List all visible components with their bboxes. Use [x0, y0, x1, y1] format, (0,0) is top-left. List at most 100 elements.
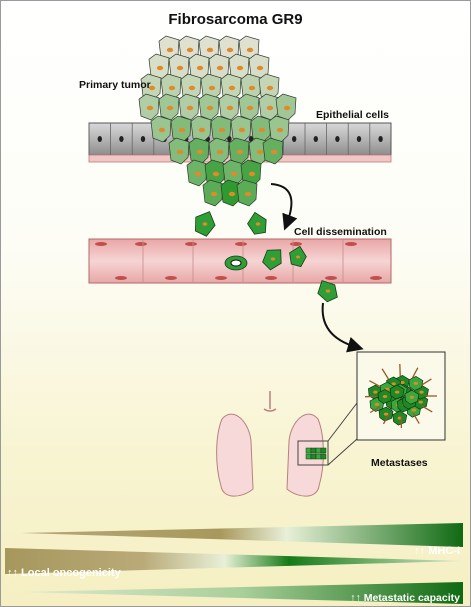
lung-metastatic-cell: [305, 453, 312, 460]
tumor-cell-nucleus: [216, 65, 224, 71]
tumor-cell-nucleus: [168, 85, 176, 91]
endothelial-nucleus: [325, 276, 337, 280]
tumor-cell-nucleus: [266, 85, 274, 91]
tumor-cell-nucleus: [228, 85, 236, 91]
zoom-line-top: [327, 402, 358, 442]
endothelial-nucleus: [165, 276, 177, 280]
lung-metastatic-cell: [310, 453, 317, 460]
endothelial-nucleus: [115, 276, 127, 280]
tumor-cell-nucleus: [178, 127, 186, 133]
endothelial-nucleus: [290, 242, 302, 246]
metastatic-cell-nucleus: [383, 412, 389, 416]
primary-tumor: [138, 35, 297, 207]
tumor-cell-nucleus: [266, 105, 274, 111]
metastatic-cell-nucleus: [374, 402, 380, 406]
tumor-cell-nucleus: [156, 65, 164, 71]
disseminating-cell-nucleus: [296, 255, 300, 259]
epithelial-nucleus: [292, 136, 297, 142]
stroma-fiber: [369, 380, 381, 388]
tumor-cell-nucleus: [206, 47, 214, 53]
tumor-cell-nucleus: [216, 149, 224, 155]
tumor-cell-nucleus: [210, 191, 218, 197]
metastatic-cell-nucleus: [409, 395, 415, 399]
endothelial-nucleus: [345, 242, 357, 246]
label-metastases: Metastases: [371, 457, 428, 469]
arrow-to-vessel: [270, 183, 298, 231]
label-cell-dissemination: Cell dissemination: [294, 226, 387, 238]
lung-metastatic-cell: [310, 447, 317, 454]
epithelial-nucleus: [335, 136, 340, 142]
endothelial-nucleus: [95, 242, 107, 246]
tumor-cell-nucleus: [166, 105, 174, 111]
tumor-cell-nucleus: [270, 149, 278, 155]
lung-metastatic-cell: [320, 447, 327, 454]
tumor-cell-nucleus: [246, 105, 254, 111]
circulating-cell-nucleus: [230, 259, 242, 267]
epithelial-nucleus: [313, 136, 318, 142]
endothelial-nucleus: [185, 242, 197, 246]
tumor-cell-nucleus: [236, 149, 244, 155]
metastatic-cell-nucleus: [373, 390, 378, 394]
tumor-cell-nucleus: [256, 149, 264, 155]
disseminating-cell-nucleus: [270, 257, 276, 261]
stroma-fiber: [420, 378, 432, 386]
tumor-cell-nucleus: [276, 127, 284, 133]
disseminating-cell-nucleus: [255, 222, 261, 226]
tumor-cell-nucleus: [246, 47, 254, 53]
tumor-cell-nucleus: [228, 191, 236, 197]
band-metastatic-capacity: [21, 582, 463, 604]
lung-metastatic-cell: [305, 447, 312, 454]
arrow-to-lung: [321, 302, 364, 353]
tumor-cell-nucleus: [230, 171, 238, 177]
epithelial-nucleus: [140, 136, 146, 142]
endothelial-nucleus: [370, 276, 382, 280]
tumor-cell-nucleus: [188, 85, 196, 91]
epithelial-nucleus: [378, 136, 383, 142]
lung-metastasis: [305, 447, 327, 460]
metastatic-cell-nucleus: [419, 390, 424, 394]
lung-metastatic-cell: [315, 453, 322, 460]
metastatic-cell-nucleus: [382, 395, 388, 399]
endothelial-nucleus: [265, 276, 277, 280]
disseminating-cell-nucleus: [202, 222, 208, 226]
metastatic-cell-nucleus: [418, 400, 423, 404]
tumor-cell-nucleus: [236, 65, 244, 71]
band-label-metastatic-capacity: ↑↑ Metastatic capacity: [350, 592, 460, 604]
metastatic-cell-nucleus: [411, 408, 416, 412]
tumor-cell-nucleus: [248, 85, 256, 91]
band-mhc-i: [21, 523, 463, 547]
tumor-cell-nucleus: [248, 171, 256, 177]
metastatic-cell-nucleus: [391, 382, 396, 386]
tumor-cell-nucleus: [244, 191, 252, 197]
band-label-mhc-i: ↑↑ MHC-I: [414, 545, 460, 557]
stroma-fiber: [411, 367, 419, 379]
metastatic-cell-nucleus: [394, 390, 400, 394]
disseminating-cell-nucleus: [325, 289, 331, 293]
disseminating-cells: [195, 211, 338, 303]
stroma-fiber: [421, 405, 433, 413]
endothelial-cells: [95, 239, 382, 283]
stroma-fiber: [369, 405, 381, 414]
tumor-cell-nucleus: [196, 65, 204, 71]
band-local-oncogenicity: [5, 548, 463, 574]
epithelial-nucleus: [356, 136, 362, 142]
stroma-fiber: [412, 412, 420, 424]
endothelial-nucleus: [135, 242, 147, 246]
tumor-cell-nucleus: [206, 105, 214, 111]
zoom-line-bottom: [327, 438, 358, 466]
tumor-cell-nucleus: [166, 47, 174, 53]
label-primary-tumor: Primary tumor: [79, 79, 151, 91]
tumor-cell-nucleus: [212, 171, 220, 177]
tumor-cell-nucleus: [176, 149, 184, 155]
tumor-cell-nucleus: [218, 127, 226, 133]
endothelial-nucleus: [235, 242, 247, 246]
tumor-cell-nucleus: [258, 127, 266, 133]
tumor-cell-nucleus: [283, 105, 291, 111]
label-epithelial-cells: Epithelial cells: [316, 109, 389, 121]
figure-title: Fibrosarcoma GR9: [168, 11, 303, 28]
tumor-cell-nucleus: [194, 171, 202, 177]
epithelial-nucleus: [119, 136, 124, 142]
metastatic-cell-nucleus: [400, 380, 405, 384]
endothelial-nucleus: [215, 276, 227, 280]
